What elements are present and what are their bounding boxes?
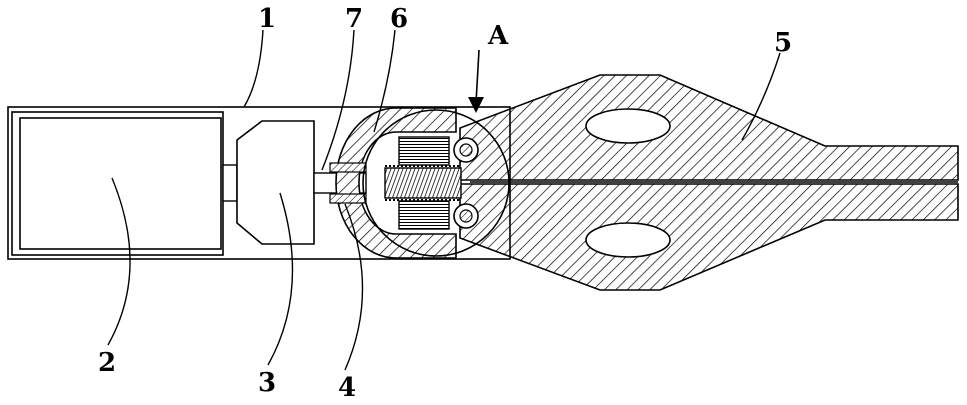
- label-arc-guide: 6: [390, 4, 408, 34]
- jaw-upper-slot: [586, 109, 670, 143]
- label-box: 2: [98, 348, 116, 378]
- jaw-upper: [460, 75, 958, 180]
- label-motor: 3: [258, 368, 276, 398]
- jaw-lower: [460, 184, 958, 290]
- detail-arrow: [468, 50, 484, 113]
- label-rod: 7: [345, 4, 363, 34]
- label-spring: 4: [338, 373, 356, 403]
- motor: [237, 121, 314, 244]
- label-housing: 1: [258, 4, 276, 34]
- label-detail: A: [487, 21, 509, 51]
- jaw-lower-slot: [586, 223, 670, 257]
- spring: [385, 137, 461, 229]
- jaw-assembly: [460, 75, 958, 290]
- label-jaw: 5: [774, 28, 792, 58]
- coupling: [223, 165, 237, 201]
- box: [12, 112, 223, 255]
